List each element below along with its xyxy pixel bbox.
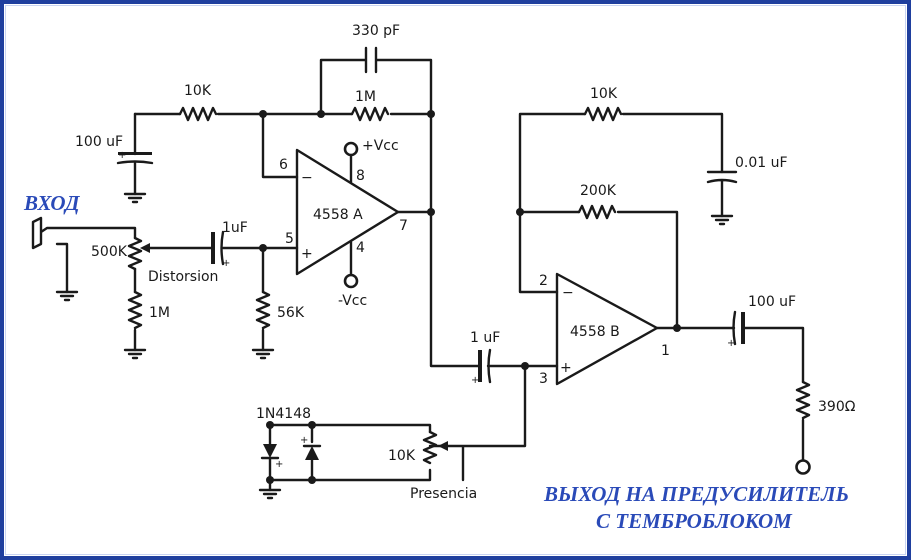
schematic-diagram: 330 pF 10K 1M 100 uF + +Vcc 6 8 − 4558 A… [23, 23, 856, 533]
pin-4: 4 [356, 240, 365, 256]
polarity-diode-right: + [300, 435, 308, 446]
wire-output [655, 326, 805, 462]
label-1n4148: 1N4148 [256, 406, 311, 422]
output-title-line1: ВЫХОД НА ПРЕДУСИЛИТЕЛЬ [543, 482, 849, 506]
label-10k-pot: 10K [388, 448, 416, 464]
pin-1: 1 [661, 343, 670, 359]
diode-up [305, 446, 319, 460]
output-title-line2: С ТЕМБРОБЛОКОМ [596, 509, 793, 533]
polarity-1uf-b: + [471, 375, 479, 386]
wire-input-resistor [133, 112, 299, 179]
pin-7: 7 [399, 218, 408, 234]
label-1m-input: 1M [149, 305, 170, 321]
opamp-a-triangle [295, 148, 400, 276]
label-1uf-a: 1uF [222, 220, 248, 236]
ground-icon [258, 488, 282, 500]
opamp-b-triangle [555, 272, 659, 386]
label-10k-b: 10K [590, 86, 618, 102]
wire-feedback-resistor [261, 112, 433, 214]
input-title: ВХОД [23, 191, 80, 215]
capacitor-330pf [364, 46, 378, 74]
wire-feedback-cap [319, 58, 433, 116]
ground-icon [123, 348, 147, 360]
ground-icon [251, 348, 275, 360]
label-390: 390Ω [818, 399, 856, 415]
polarity-diode-left: + [275, 459, 283, 470]
pin-5: 5 [285, 231, 294, 247]
input-jack-icon [31, 216, 137, 250]
resistor-10k-b [583, 106, 623, 122]
label-200k: 200K [580, 183, 617, 199]
junction-dots [259, 110, 681, 484]
resistor-56k [255, 290, 271, 330]
label-1uf-b: 1 uF [470, 330, 500, 346]
label-001uf: 0.01 uF [735, 155, 788, 171]
pot-500k-arrow [140, 243, 150, 253]
pin-2: 2 [539, 273, 548, 289]
resistor-1m-feedback [350, 106, 390, 122]
label-10k-input: 10K [184, 83, 212, 99]
resistor-390 [795, 380, 811, 420]
label-100uf-out: 100 uF [748, 294, 796, 310]
capacitor-1uf-a-bar [211, 232, 215, 264]
terminal-vcc-neg [343, 273, 359, 289]
resistor-1m-input [127, 290, 143, 330]
label-56k: 56K [277, 305, 305, 321]
terminal-output [795, 459, 811, 475]
capacitor-100uf-input [118, 152, 152, 155]
label-1m-feedback: 1M [355, 89, 376, 105]
opamp-b-plus: + [560, 360, 572, 376]
capacitor-100uf-out-curve [732, 310, 737, 346]
opamp-a-minus: − [301, 170, 313, 186]
opamp-b-label: 4558 B [570, 324, 620, 340]
potentiometer-500k [127, 236, 143, 271]
opamp-b-minus: − [562, 285, 574, 301]
capacitor-1uf-b-bar [478, 350, 482, 382]
capacitor-1uf-b-curve [487, 348, 492, 384]
capacitor-100uf-curve [116, 160, 154, 165]
ground-icon [55, 290, 79, 302]
wire-200k [518, 210, 679, 330]
pot-10k-arrow [438, 441, 448, 451]
wire-presence [268, 364, 527, 492]
label-presencia: Presencia [410, 486, 477, 502]
pin-6: 6 [279, 157, 288, 173]
opamp-a-plus: + [301, 246, 313, 262]
capacitor-100uf-out-bar [741, 312, 745, 344]
resistor-200k [577, 204, 617, 220]
polarity-1uf-a: + [222, 258, 230, 269]
label-100uf-input: 100 uF [75, 134, 123, 150]
potentiometer-10k [422, 430, 438, 465]
opamp-a-label: 4558 A [313, 207, 363, 223]
pin-8: 8 [356, 168, 365, 184]
ground-icon [123, 192, 147, 204]
capacitor-330pf-gap [366, 46, 376, 74]
polarity-100uf-input: + [118, 150, 126, 161]
capacitor-1uf-a-curve [220, 230, 225, 266]
diode-down [263, 444, 277, 458]
label-500k: 500K [91, 244, 128, 260]
polarity-100uf-out: + [727, 338, 735, 349]
label-distorsion: Distorsion [148, 269, 218, 285]
label-vcc-neg: -Vcc [338, 293, 367, 309]
pin-3: 3 [539, 371, 548, 387]
wire-jack-ground [55, 242, 69, 294]
label-vcc-pos: +Vcc [362, 138, 399, 154]
label-330pf: 330 pF [352, 23, 400, 39]
capacitor-001uf [706, 170, 738, 218]
terminal-vcc-pos [343, 141, 359, 157]
wire-opamp-b-feedback [518, 112, 724, 294]
resistor-10k-input [178, 106, 218, 122]
ground-icon [710, 214, 734, 226]
